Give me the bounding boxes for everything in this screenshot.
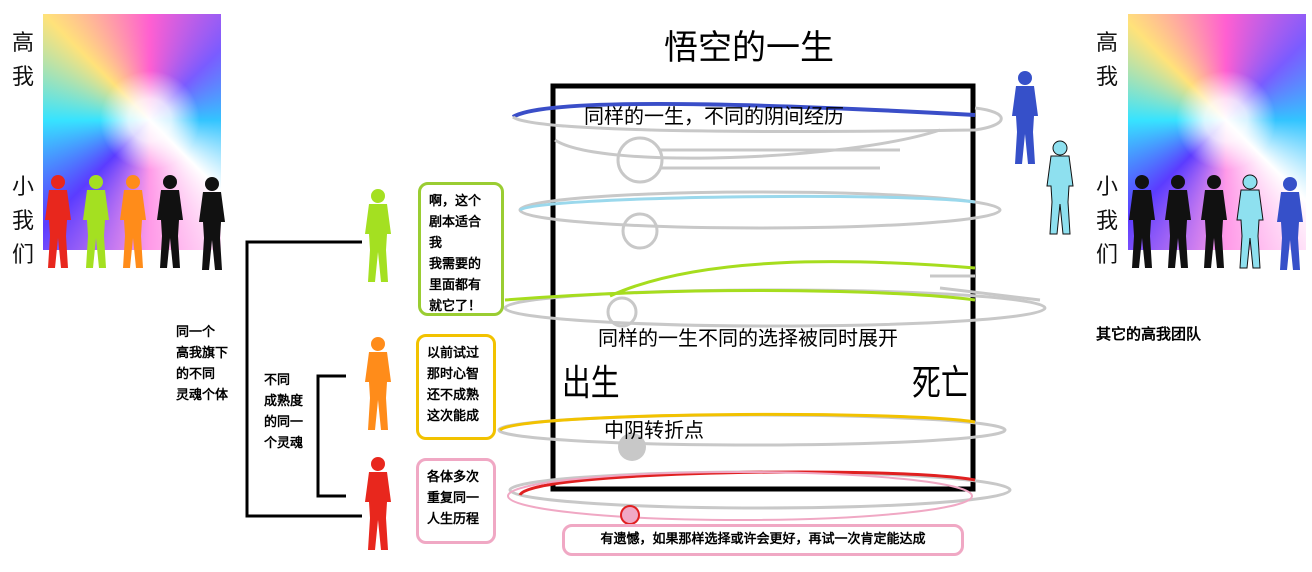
bubble-pink-line-1: 各体多次 bbox=[427, 470, 480, 485]
right-team-caption: 其它的高我团队 bbox=[1096, 325, 1202, 343]
death-label: 死亡 bbox=[912, 363, 970, 404]
bubble-yellow-line-4: 这次能成 bbox=[427, 409, 480, 424]
team-bracket bbox=[245, 240, 362, 518]
left-person-orange bbox=[120, 175, 146, 268]
bubble-green-line-4: 里面都有 bbox=[429, 278, 482, 293]
bubble-yellow-line-1: 以前试过 bbox=[427, 346, 480, 361]
orbit-blue bbox=[511, 102, 1003, 184]
turning-point-label: 中阴转折点 bbox=[604, 418, 704, 442]
bubble-yellow: 以前试过 那时心智 还不成熟 这次能成 bbox=[416, 334, 496, 440]
bubble-green-line-1: 啊，这个 bbox=[429, 194, 482, 209]
left-small-selves bbox=[45, 175, 225, 270]
bubble-yellow-line-2: 那时心智 bbox=[427, 367, 480, 382]
bubble-green: 啊，这个 剧本适合我 我需要的 里面都有 就它了！ bbox=[418, 182, 504, 316]
bubble-pink-line-2: 重复同一 bbox=[427, 491, 480, 506]
regret-note: 有遗憾，如果那样选择或许会更好，再试一次肯定能达成 bbox=[562, 524, 964, 556]
right-person-black-1 bbox=[1129, 175, 1155, 268]
maturity-bracket bbox=[316, 374, 346, 498]
right-small-selves-char-1: 小 bbox=[1096, 175, 1119, 200]
left-small-selves-char-2: 我 bbox=[12, 209, 35, 234]
maturity-label-line-3: 的同一 bbox=[264, 415, 304, 430]
left-person-red bbox=[45, 175, 71, 268]
bubble-green-line-2: 剧本适合我 bbox=[429, 215, 482, 251]
box-visitor-cyan bbox=[1046, 140, 1074, 235]
right-small-selves-char-2: 我 bbox=[1096, 209, 1119, 234]
right-small-selves bbox=[1129, 174, 1303, 270]
left-team-caption-line-4: 灵魂个体 bbox=[176, 388, 229, 403]
right-high-self-char-2: 我 bbox=[1096, 65, 1119, 90]
bubble-pink: 各体多次 重复同一 人生历程 bbox=[416, 458, 496, 544]
right-person-black-3 bbox=[1201, 175, 1227, 268]
maturity-label-line-2: 成熟度 bbox=[264, 394, 304, 409]
right-high-self-char-1: 高 bbox=[1096, 31, 1119, 56]
left-team-caption-line-1: 同一个 bbox=[176, 325, 216, 340]
left-team-caption-line-3: 的不同 bbox=[176, 367, 216, 382]
left-person-black-1 bbox=[157, 175, 183, 268]
bubble-green-line-5: 就它了！ bbox=[429, 299, 482, 314]
soul-red bbox=[365, 457, 391, 550]
right-person-blue bbox=[1277, 177, 1303, 270]
maturity-label-line-4: 个灵魂 bbox=[264, 436, 304, 451]
right-person-black-2 bbox=[1165, 175, 1191, 268]
left-small-selves-char-3: 们 bbox=[12, 243, 35, 268]
orbit-red bbox=[507, 470, 1012, 525]
maturity-label-line-1: 不同 bbox=[264, 373, 291, 388]
bubble-yellow-line-3: 还不成熟 bbox=[427, 388, 480, 403]
left-person-green bbox=[83, 175, 109, 268]
box-visitor-blue bbox=[1012, 71, 1038, 164]
maturity-label: 不同 成熟度 的同一 个灵魂 bbox=[264, 370, 303, 454]
soul-green bbox=[365, 189, 391, 282]
left-high-self-char-1: 高 bbox=[12, 31, 35, 56]
soul-orange bbox=[365, 337, 391, 430]
orbit-green bbox=[503, 260, 1047, 328]
bubble-green-line-3: 我需要的 bbox=[429, 257, 482, 272]
right-small-selves-char-3: 们 bbox=[1096, 243, 1119, 268]
life-box bbox=[550, 83, 976, 492]
orbit-yellow bbox=[497, 412, 1007, 461]
left-person-black-2 bbox=[199, 177, 225, 270]
right-person-cyan bbox=[1236, 174, 1264, 269]
left-small-selves-char-1: 小 bbox=[12, 175, 35, 200]
left-team-caption: 同一个 高我旗下 的不同 灵魂个体 bbox=[176, 322, 228, 406]
life-box-top-text: 同样的一生，不同的阴间经历 bbox=[584, 104, 844, 128]
left-team-caption-line-2: 高我旗下 bbox=[176, 346, 229, 361]
bubble-pink-line-3: 人生历程 bbox=[427, 512, 480, 527]
diagram-title: 悟空的一生 bbox=[664, 28, 834, 68]
left-high-self-char-2: 我 bbox=[12, 65, 35, 90]
life-box-middle-text: 同样的一生不同的选择被同时展开 bbox=[598, 326, 898, 350]
orbit-cyan bbox=[518, 190, 1002, 250]
birth-label: 出生 bbox=[562, 363, 620, 404]
